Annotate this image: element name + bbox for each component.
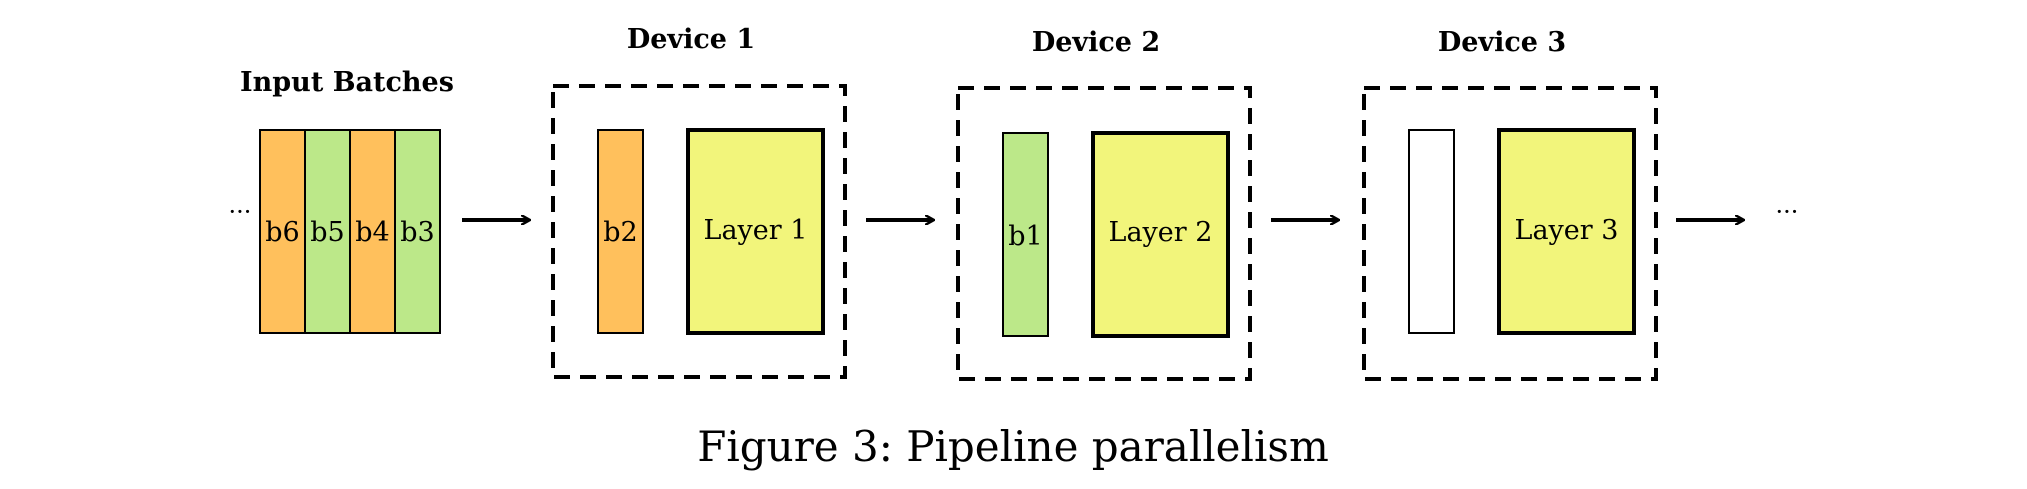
layer-label: Layer 1 xyxy=(704,215,808,246)
device-boundary xyxy=(956,86,1252,381)
input-batches-title: Input Batches xyxy=(240,67,454,98)
device-batch-label: b1 xyxy=(1008,221,1042,252)
device-title: Device 1 xyxy=(627,24,755,55)
trailing-ellipsis: ··· xyxy=(1776,198,1799,226)
device-batch-label: b2 xyxy=(603,217,637,248)
input-batch-stack: b6 b5 b4 b3 xyxy=(259,129,441,334)
device-title: Device 3 xyxy=(1438,27,1566,58)
device-boundary xyxy=(1362,86,1658,381)
device-batch-rect xyxy=(597,129,644,334)
device-title: Device 2 xyxy=(1032,27,1160,58)
device-batch-rect-empty xyxy=(1408,129,1455,334)
device-1: Device 1 b2 Layer 1 xyxy=(551,24,847,379)
layer-label: Layer 3 xyxy=(1515,215,1619,246)
device-3: Device 3 Layer 3 xyxy=(1362,27,1658,381)
device-2: Device 2 b1 Layer 2 xyxy=(956,27,1252,381)
input-batch-b6: b6 xyxy=(259,129,306,334)
input-batch-rect xyxy=(259,129,306,334)
input-batch-rect xyxy=(304,129,351,334)
figure-caption: Figure 3: Pipeline parallelism xyxy=(697,422,1329,471)
input-batch-label: b3 xyxy=(400,217,434,248)
layer-block xyxy=(1091,131,1230,338)
input-batch-b4: b4 xyxy=(349,129,396,334)
device-boundary xyxy=(551,84,847,379)
input-batch-rect xyxy=(349,129,396,334)
input-leading-ellipsis: ··· xyxy=(229,198,252,226)
input-batch-label: b6 xyxy=(265,217,299,248)
layer-label: Layer 2 xyxy=(1109,217,1213,248)
input-batch-b5: b5 xyxy=(304,129,351,334)
input-batch-b3: b3 xyxy=(394,129,441,334)
input-batch-label: b5 xyxy=(310,217,344,248)
device-batch-rect xyxy=(1002,132,1049,337)
layer-block xyxy=(1497,128,1636,335)
layer-block xyxy=(686,128,825,335)
input-batch-label: b4 xyxy=(355,217,389,248)
input-batch-rect xyxy=(394,129,441,334)
